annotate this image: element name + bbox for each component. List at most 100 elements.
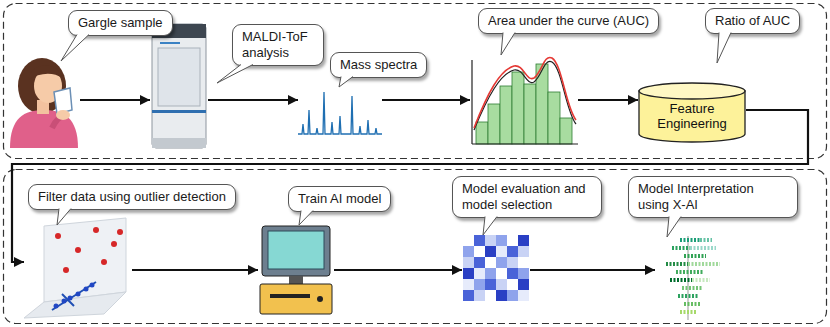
panel-frame <box>4 4 827 324</box>
callout-tail-shape <box>717 33 731 64</box>
person-figure-part <box>56 110 70 120</box>
confusion-heatmap-part <box>474 290 485 301</box>
confusion-heatmap-part <box>518 279 529 290</box>
confusion-heatmap-part <box>485 257 496 268</box>
outlier-scatter-part <box>101 259 107 265</box>
confusion-heatmap <box>463 235 529 301</box>
outlier-scatter-part <box>44 218 126 302</box>
maldi-instrument-part <box>152 110 206 113</box>
auc-plot-part <box>488 104 500 144</box>
outlier-scatter-part <box>93 227 99 233</box>
training-stage: Train AI model <box>258 224 334 316</box>
person-figure <box>10 58 78 148</box>
maldi-instrument-part <box>152 24 206 148</box>
shap-plot <box>666 236 720 320</box>
callout-bubble: Area under the curve (AUC) <box>478 8 659 34</box>
mass-spectrum <box>298 92 382 134</box>
outlier-scatter-part <box>62 299 67 304</box>
outlier-scatter-part <box>68 296 73 301</box>
callout-bubble: Mass spectra <box>330 52 427 78</box>
shap-plot-part <box>680 238 700 242</box>
mass-spectrum-part <box>298 92 382 134</box>
callout-tail-shape <box>501 33 515 56</box>
confusion-heatmap-part <box>518 235 529 246</box>
outlier-scatter-part <box>54 304 59 309</box>
shap-plot-part <box>678 294 698 298</box>
auc-stage: Area under the curve (AUC) <box>470 56 578 148</box>
shap-plot-part <box>692 278 710 282</box>
callout-bubble: Model evaluation and model selection <box>452 176 602 218</box>
cylinder-top <box>639 83 745 99</box>
confusion-heatmap-part <box>463 257 474 268</box>
auc-plot-part <box>476 122 488 144</box>
callout-text: Filter data using outlier detection <box>38 189 226 205</box>
auc-plot-part <box>512 72 524 144</box>
confusion-heatmap-part <box>518 290 529 301</box>
confusion-heatmap-part <box>474 268 485 279</box>
outlier-scatter-part <box>55 233 61 239</box>
callout-bubble: Filter data using outlier detection <box>28 184 236 210</box>
flow-arrow <box>578 99 638 101</box>
computer-icon <box>260 226 332 314</box>
callout-text: Gargle sample <box>78 15 163 31</box>
maldi-instrument-part <box>152 138 206 148</box>
confusion-heatmap-part <box>485 268 496 279</box>
shap-plot-part <box>666 262 688 266</box>
auc-plot-part <box>560 118 572 144</box>
auc-plot-part <box>524 84 536 144</box>
callout-bubble: Train AI model <box>288 186 391 212</box>
callout-tail-shape <box>483 217 497 236</box>
outlier-scatter-part <box>117 229 123 235</box>
outlier-scatter-part <box>90 283 95 288</box>
confusion-heatmap-part <box>496 290 507 301</box>
flow-arrow <box>334 269 462 271</box>
callout-tail-shape <box>339 77 353 88</box>
shap-plot-part <box>684 254 706 258</box>
confusion-heatmap-part <box>474 235 485 246</box>
maldi-instrument-part <box>158 48 200 106</box>
confusion-heatmap-part <box>474 257 485 268</box>
outlier-scatter <box>24 218 126 318</box>
flow-arrow <box>132 269 258 271</box>
confusion-heatmap-part <box>463 235 474 246</box>
callout-tail-shape <box>61 35 89 62</box>
computer-icon-part <box>289 276 303 284</box>
evaluation-stage: Model evaluation and model selection <box>462 234 530 302</box>
callout-bubble: Model Interpretation using X-AI <box>628 176 798 218</box>
callout-text: Model Interpretation using X-AI <box>638 181 788 213</box>
panel-frame-part <box>4 170 827 324</box>
node-label: Feature Engineering <box>638 101 746 131</box>
outlier-scatter-part <box>52 282 96 310</box>
shap-plot-part <box>670 278 692 282</box>
outlier-scatter-part <box>111 241 117 247</box>
callout-text: Train AI model <box>298 191 381 207</box>
confusion-heatmap-part <box>507 246 518 257</box>
computer-icon-part <box>260 284 332 314</box>
computer-icon-part <box>270 294 310 298</box>
confusion-heatmap-part <box>507 290 518 301</box>
auc-plot-part <box>536 64 548 144</box>
confusion-heatmap-part <box>496 268 507 279</box>
panel-frame-part <box>4 4 827 159</box>
confusion-heatmap-part <box>507 279 518 290</box>
confusion-heatmap-part <box>496 235 507 246</box>
computer-icon-part <box>268 231 324 269</box>
confusion-heatmap-part <box>496 279 507 290</box>
flow-arrow <box>80 99 150 101</box>
auc-plot-part <box>500 86 512 144</box>
auc-plot-part <box>472 143 578 144</box>
computer-icon-part <box>262 226 330 276</box>
outlier-scatter-part <box>75 247 81 253</box>
confusion-heatmap-part <box>485 235 496 246</box>
flow-arrow <box>208 99 298 101</box>
flow-arrow <box>530 269 655 271</box>
callout-tail-shape <box>217 65 253 84</box>
confusion-heatmap-part <box>518 268 529 279</box>
confusion-heatmap-part <box>507 235 518 246</box>
callout-text: Model evaluation and model selection <box>462 181 592 213</box>
outlier-scatter-part <box>76 292 81 297</box>
confusion-heatmap-part <box>485 246 496 257</box>
confusion-heatmap-part <box>496 246 507 257</box>
confusion-heatmap-part <box>485 290 496 301</box>
